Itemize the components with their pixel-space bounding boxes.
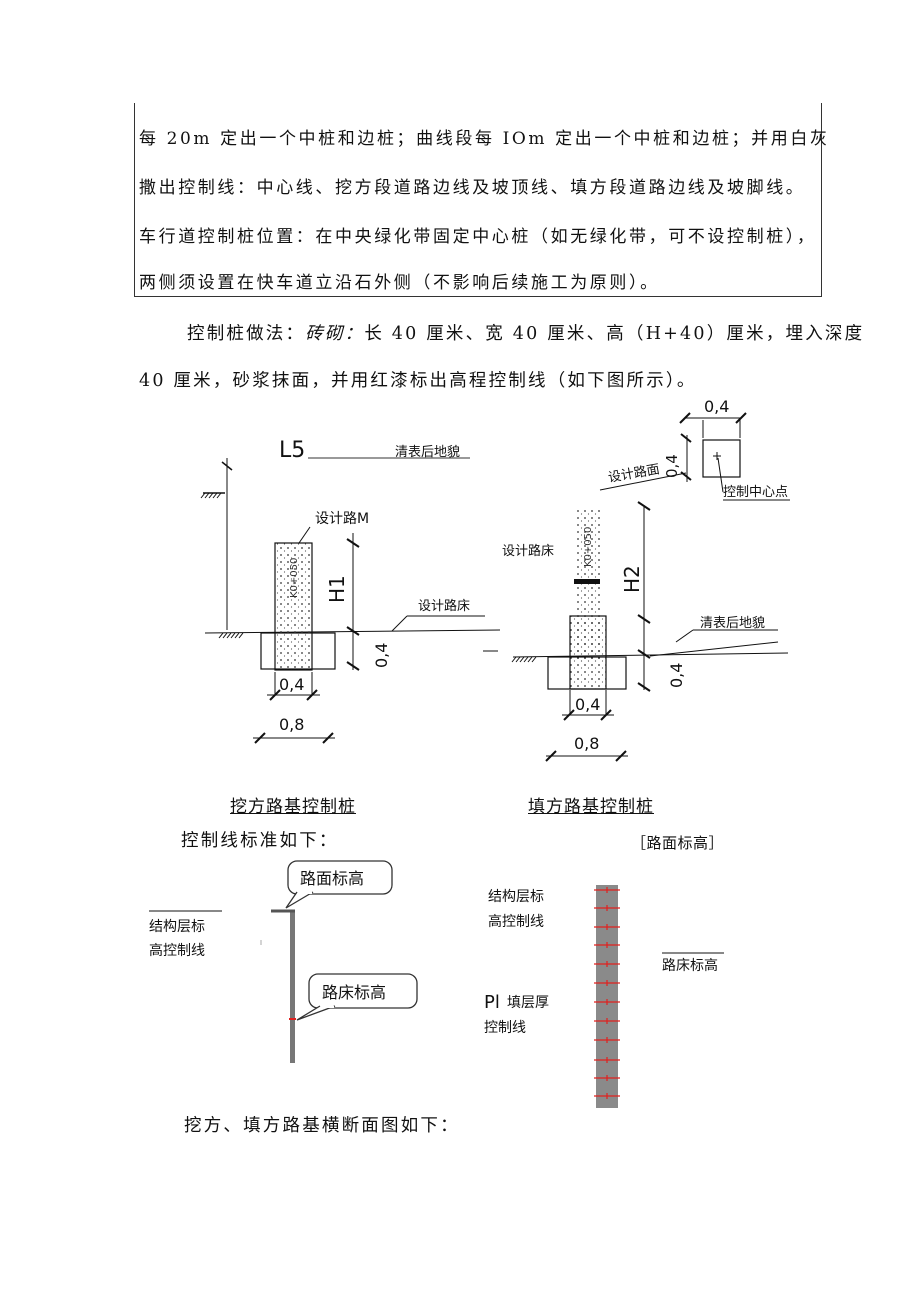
stake-text: K0+050 <box>583 527 594 567</box>
jiegou-label-1: 结构层标 <box>149 919 205 935</box>
jiegou-label-2: 高控制线 <box>488 913 544 930</box>
dim-04-vert: 0,4 <box>667 663 686 688</box>
method-prefix: 控制桩做法： <box>187 324 306 344</box>
l5-label: L5 <box>279 438 305 463</box>
red-ticks <box>594 887 620 1099</box>
dim-08-horiz: 0,8 <box>279 715 304 734</box>
dim-04-horiz: 0,4 <box>575 695 600 714</box>
dim-04-horiz: 0,4 <box>279 675 304 694</box>
caption-tianfang: 填方路基控制桩 <box>528 797 654 817</box>
pl-label: Pl <box>484 992 500 1013</box>
fig-control-line-left: 结构层标 高控制线 路面标高 路床标高 <box>149 860 418 1063</box>
method-line-2: 40 厘米，砂浆抹面，并用红漆标出高程控制线（如下图所示）。 <box>139 371 697 391</box>
tiancenghou-label: 填层厚 <box>507 995 549 1011</box>
box-line-2: 撒出控制线：中心线、挖方段道路边线及坡顶线、填方段道路边线及坡脚线。 <box>139 178 806 198</box>
method-line-1: 控制桩做法：砖砌：长 40 厘米、宽 40 厘米、高（H+40）厘米，埋入深度 <box>187 320 864 345</box>
method-rest: 长 40 厘米、宽 40 厘米、高（H+40）厘米，埋入深度 <box>364 324 865 344</box>
jiegou-label-1: 结构层标 <box>488 889 544 905</box>
box-line-4: 两侧须设置在快车道立沿石外侧（不影响后续施工为原则）。 <box>139 273 660 293</box>
std-heading: 控制线标准如下： <box>181 831 339 851</box>
fig-control-line-right: 结构层标 高控制线 路床标高 Pl 填层厚 控制线 <box>484 885 724 1108</box>
box-line-1: 每 20m 定出一个中桩和边桩；曲线段每 IOm 定出一个中桩和边桩；并用白灰 <box>139 129 830 149</box>
jiegou-label-2: 高控制线 <box>149 942 205 959</box>
method-italic: 砖砌： <box>305 324 365 344</box>
sheji-luchuang-label: 设计路床 <box>418 598 470 614</box>
lumian-biaogao-label: 路面标高 <box>300 869 364 888</box>
h1-label: H1 <box>325 575 349 603</box>
dim-04-top: 0,4 <box>704 397 729 416</box>
kongzhi-label: 控制中心点 <box>723 485 788 500</box>
bracket-label: ［路面标高］ <box>631 834 725 852</box>
stake-text: K0+050 <box>289 558 300 598</box>
luchuang-biaogao-label: 路床标高 <box>662 957 718 974</box>
text-box <box>134 103 822 297</box>
h2-label: H2 <box>620 565 644 593</box>
box-line-3: 车行道控制桩位置：在中央绿化带固定中心桩（如无绿化带，可不设控制桩）， <box>139 227 817 247</box>
fig-fill-stake: 0,4 0,4 控制中心点 设计路面 K0+050 设计路床 H2 0,4 清表… <box>483 397 790 762</box>
closing-line: 挖方、填方路基横断面图如下： <box>184 1116 460 1136</box>
sheji-luchuang-label: 设计路床 <box>502 543 554 559</box>
luchuang-biaogao-label: 路床标高 <box>322 983 386 1002</box>
qingbiao-label: 清表后地貌 <box>700 616 765 631</box>
dim-04-vert: 0,4 <box>372 643 391 668</box>
dim-04-side: 0,4 <box>663 454 681 478</box>
sheji-lumian-label: 设计路M <box>315 511 369 527</box>
qingbiao-label: 清表后地貌 <box>395 445 460 460</box>
dim-08-horiz: 0,8 <box>574 734 599 753</box>
sheji-lumian-label: 设计路面 <box>607 461 661 486</box>
caption-wafang: 挖方路基控制桩 <box>230 797 356 817</box>
fig-cut-stake: L5 清表后地貌 K0+050 设计路M H1 0,4 设计路床 0,4 0,8 <box>200 438 501 744</box>
kongzhixian-label: 控制线 <box>484 1020 526 1036</box>
